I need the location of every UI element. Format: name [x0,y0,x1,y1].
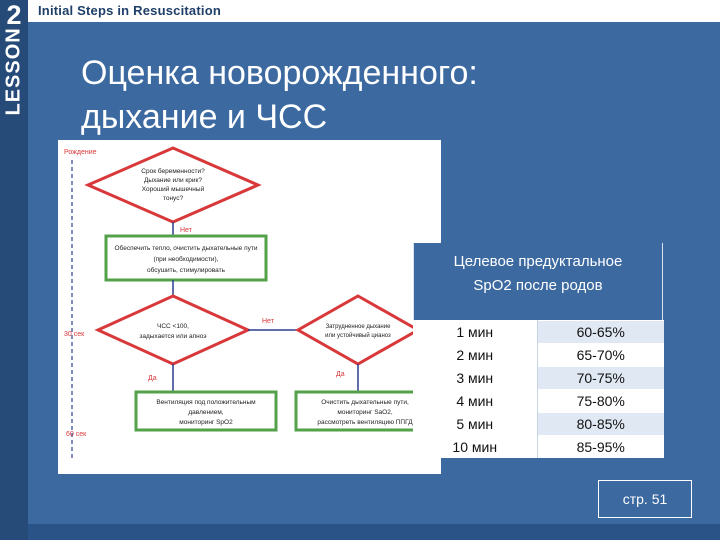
flowchart-svg: Рождение 30 сек 60 сек Срок беременности… [64,146,436,460]
step3-line-2: давлением, [188,409,223,416]
lesson-number: 2 [6,0,22,30]
value-cell: 75-80% [537,389,664,413]
title-line-1: Оценка новорожденного: [81,54,478,92]
time-cell: 10 мин [413,435,538,458]
value-cell: 80-85% [537,412,664,436]
spo2-table: 1 мин 60-65% 2 мин 65-70% 3 мин 70-75% 4… [413,320,664,458]
value-cell: 85-95% [537,435,664,458]
table-row: 2 мин 65-70% [413,343,664,367]
page-number-box: стр. 51 [598,480,692,518]
yes-label-1: Да [148,375,157,382]
decision-diamond-3 [294,294,422,366]
top-bar: Initial Steps in Resuscitation [0,0,720,22]
no-label-1: Нет [180,227,193,234]
time-cell: 5 мин [413,412,538,436]
q1-line-4: тонус? [163,195,184,202]
value-cell: 70-75% [537,366,664,390]
time-cell: 3 мин [413,366,538,390]
time-cell: 4 мин [413,389,538,413]
q3-line-2: или устойчивый цианоз [325,332,391,339]
table-row: 10 мин 85-95% [413,435,664,458]
table-row: 1 мин 60-65% [413,320,664,344]
step1-line-1: Обеспечить тепло, очистить дыхательные п… [115,244,258,252]
q1-line-3: Хороший мышечный [142,185,205,193]
table-row: 5 мин 80-85% [413,412,664,436]
q1-line-1: Срок беременности? [141,167,205,175]
title-line-2: дыхание и ЧСС [81,98,328,136]
lesson-strip: 2 LESSON [0,0,28,540]
time-cell: 2 мин [413,343,538,367]
slide-bottom-band [28,524,720,540]
target-header-line-1: Целевое предуктальное [453,253,623,270]
step1-line-3: обсушить, стимулировать [147,266,226,274]
step-box-4 [294,390,436,432]
table-row: 4 мин 75-80% [413,389,664,413]
time-birth-label: Рождение [64,149,97,156]
slide: Оценка новорожденного: дыхание и ЧСС Рож… [28,22,720,540]
q2-line-2: задыхается или апноэ [139,333,207,340]
time-60-label: 60 сек [66,431,87,438]
q1-line-2: Дыхание или крик? [144,177,202,184]
flowchart: Рождение 30 сек 60 сек Срок беременности… [58,140,441,474]
no-label-2: Нет [262,318,275,325]
time-30-label: 30 сек [64,331,85,338]
decision-diamond-1 [84,146,262,224]
value-cell: 60-65% [537,320,664,344]
decision-diamond-2 [94,294,252,366]
target-spo2-header: Целевое предуктальное SpO2 после родов [413,243,663,320]
lesson-label: LESSON [2,27,25,116]
step3-line-1: Вентиляция под положительным [156,399,256,406]
target-header-line-2: SpO2 после родов [473,277,603,294]
time-cell: 1 мин [413,320,538,344]
step-box-3 [134,390,278,432]
q3-line-1: Затрудненное дыхание [326,324,392,330]
step3-line-3: мониторинг SpO2 [179,419,233,426]
slide-title: Оценка новорожденного: дыхание и ЧСС [81,51,701,139]
yes-label-2: Да [336,371,345,378]
value-cell: 65-70% [537,343,664,367]
step4-line-2: мониторинг SaO2, [337,409,392,416]
step4-line-3: рассмотреть вентиляцию ППГД [317,419,413,426]
step1-line-2: (при необходимости), [153,255,218,263]
table-row: 3 мин 70-75% [413,366,664,390]
q2-line-1: ЧСС <100, [157,323,189,330]
step-box-1 [104,234,268,282]
header-title: Initial Steps in Resuscitation [38,3,221,18]
step4-line-1: Очистить дыхательные пути, [321,399,409,406]
